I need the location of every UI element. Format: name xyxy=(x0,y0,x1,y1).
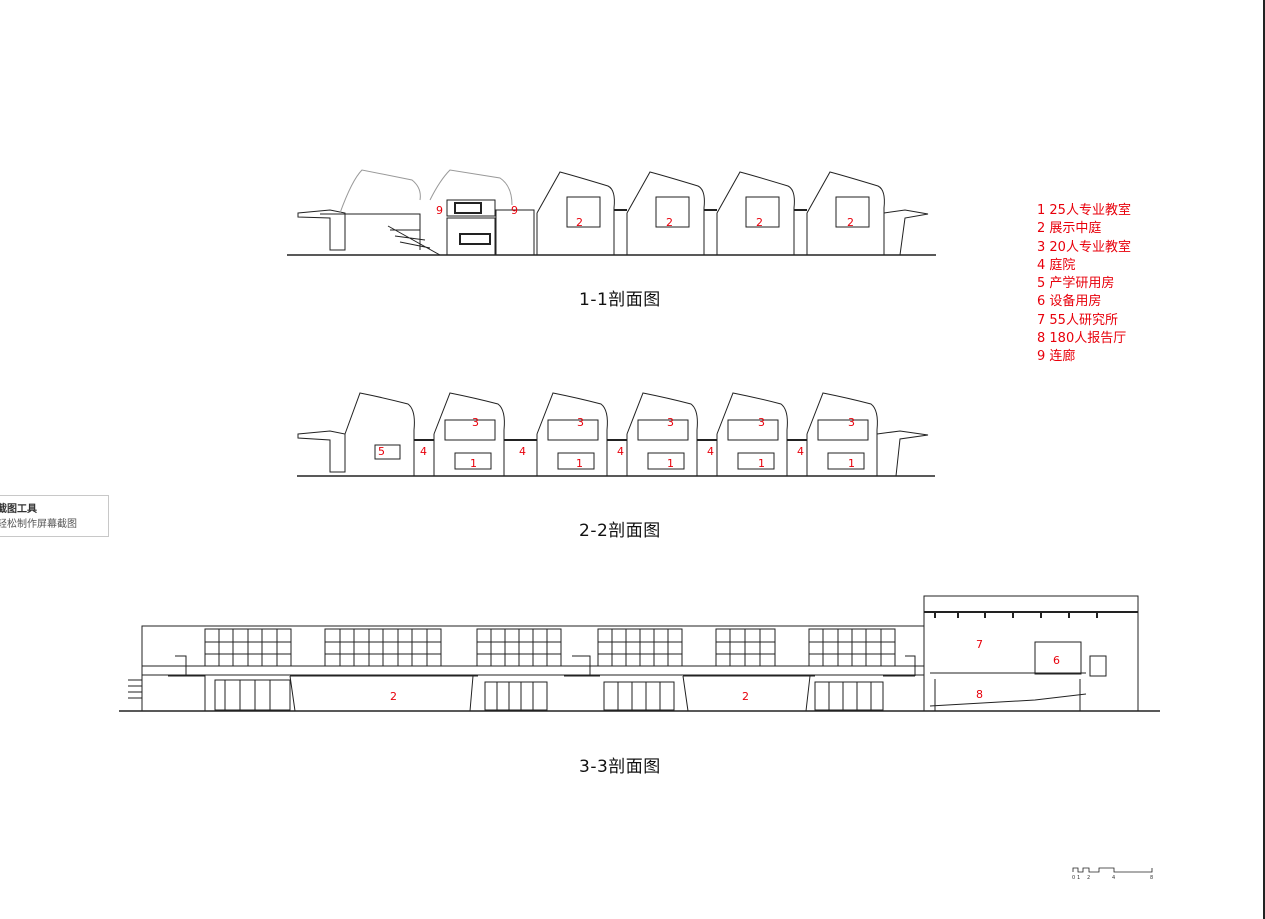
svg-text:8: 8 xyxy=(976,688,983,701)
svg-text:1: 1 xyxy=(576,457,583,470)
legend-item: 7 55人研究所 xyxy=(1037,312,1118,328)
svg-text:3: 3 xyxy=(848,416,855,429)
legend-item: 3 20人专业教室 xyxy=(1037,239,1131,255)
legend-item: 2 展示中庭 xyxy=(1037,221,1102,237)
scale-tick-0: 0 xyxy=(1072,875,1075,881)
legend-item: 6 设备用房 xyxy=(1037,294,1102,310)
scale-bar xyxy=(1072,867,1153,873)
section-1-1-title: 1-1剖面图 xyxy=(579,290,661,310)
scale-tick-1: 1 xyxy=(1077,875,1080,881)
section-2-2-drawing: 5 4 4 4 4 4 3 3 3 3 3 1 1 1 1 1 xyxy=(297,392,935,477)
svg-text:3: 3 xyxy=(577,416,584,429)
scale-tick-2: 2 xyxy=(1087,875,1090,881)
svg-text:2: 2 xyxy=(756,216,763,229)
legend-item: 1 25人专业教室 xyxy=(1037,203,1131,218)
svg-text:4: 4 xyxy=(707,445,714,458)
legend-item: 9 连廊 xyxy=(1037,349,1076,365)
section-1-1-units xyxy=(536,171,929,256)
screenshot-tool-tooltip[interactable]: 截图工具 轻松制作屏幕截图 xyxy=(0,495,109,537)
svg-text:6: 6 xyxy=(1053,654,1060,667)
section-1-1-drawing: 9 9 2 2 2 2 xyxy=(287,169,936,256)
svg-text:4: 4 xyxy=(420,445,427,458)
tooltip-title: 截图工具 xyxy=(0,504,37,515)
svg-text:2: 2 xyxy=(576,216,583,229)
page-right-border xyxy=(1263,0,1265,919)
section-1-1-label-9b: 9 xyxy=(511,204,518,217)
svg-text:4: 4 xyxy=(797,445,804,458)
svg-text:3: 3 xyxy=(667,416,674,429)
svg-text:3: 3 xyxy=(472,416,479,429)
legend-item: 5 产学研用房 xyxy=(1037,276,1115,292)
svg-text:2: 2 xyxy=(742,690,749,703)
svg-text:4: 4 xyxy=(519,445,526,458)
svg-text:2: 2 xyxy=(847,216,854,229)
svg-text:1: 1 xyxy=(848,457,855,470)
svg-text:7: 7 xyxy=(976,638,983,651)
svg-text:1: 1 xyxy=(470,457,477,470)
room-legend: 1 25人专业教室 2 展示中庭 3 20人专业教室 4 庭院 5 产学研用房 … xyxy=(1037,202,1131,367)
section-3-3-drawing: 2 2 7 6 8 xyxy=(119,595,1160,712)
section-1-1-label-9a: 9 xyxy=(436,204,443,217)
svg-text:1: 1 xyxy=(667,457,674,470)
svg-text:4: 4 xyxy=(617,445,624,458)
legend-item: 4 庭院 xyxy=(1037,257,1076,273)
svg-text:3: 3 xyxy=(758,416,765,429)
svg-text:1: 1 xyxy=(758,457,765,470)
legend-item: 8 180人报告厅 xyxy=(1037,331,1127,347)
scale-tick-8: 8 xyxy=(1150,875,1153,881)
section-3-3-title: 3-3剖面图 xyxy=(579,757,661,777)
svg-text:5: 5 xyxy=(378,445,385,458)
section-2-2-title: 2-2剖面图 xyxy=(579,521,661,541)
tooltip-subtitle: 轻松制作屏幕截图 xyxy=(0,519,77,530)
svg-text:2: 2 xyxy=(390,690,397,703)
svg-text:2: 2 xyxy=(666,216,673,229)
scale-tick-4: 4 xyxy=(1112,875,1115,881)
